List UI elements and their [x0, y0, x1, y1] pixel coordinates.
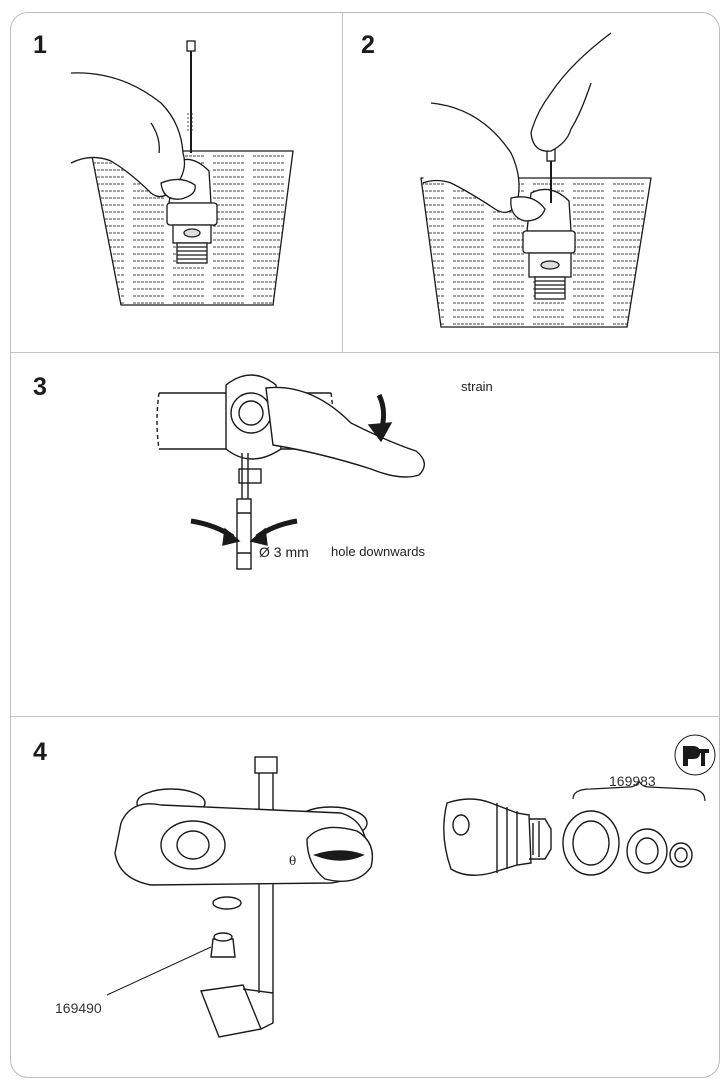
panel2-illustration	[420, 32, 652, 328]
step-number-2: 2	[361, 31, 375, 59]
panel1-illustration	[70, 40, 294, 306]
step-number-3: 3	[33, 373, 47, 401]
diameter-label: Ø 3 mm	[259, 544, 309, 560]
svg-text:θ: θ	[289, 854, 296, 868]
panel3-illustration	[156, 374, 425, 570]
step-number-1: 1	[33, 31, 47, 59]
certification-mark-icon	[674, 734, 716, 776]
panel4-illustration: θ	[106, 756, 706, 1038]
illustration-layer: θ	[70, 32, 706, 1038]
part-number-169490: 169490	[55, 1000, 102, 1016]
strain-label: strain	[461, 379, 493, 394]
divider-row2	[11, 716, 719, 717]
instruction-sheet: 1 2 3 4	[10, 12, 720, 1078]
part-number-169983: 169983	[609, 773, 656, 789]
divider-row1	[11, 352, 719, 353]
hole-downwards-label: hole downwards	[331, 544, 425, 559]
divider-col	[342, 13, 343, 352]
step-number-4: 4	[33, 738, 47, 766]
